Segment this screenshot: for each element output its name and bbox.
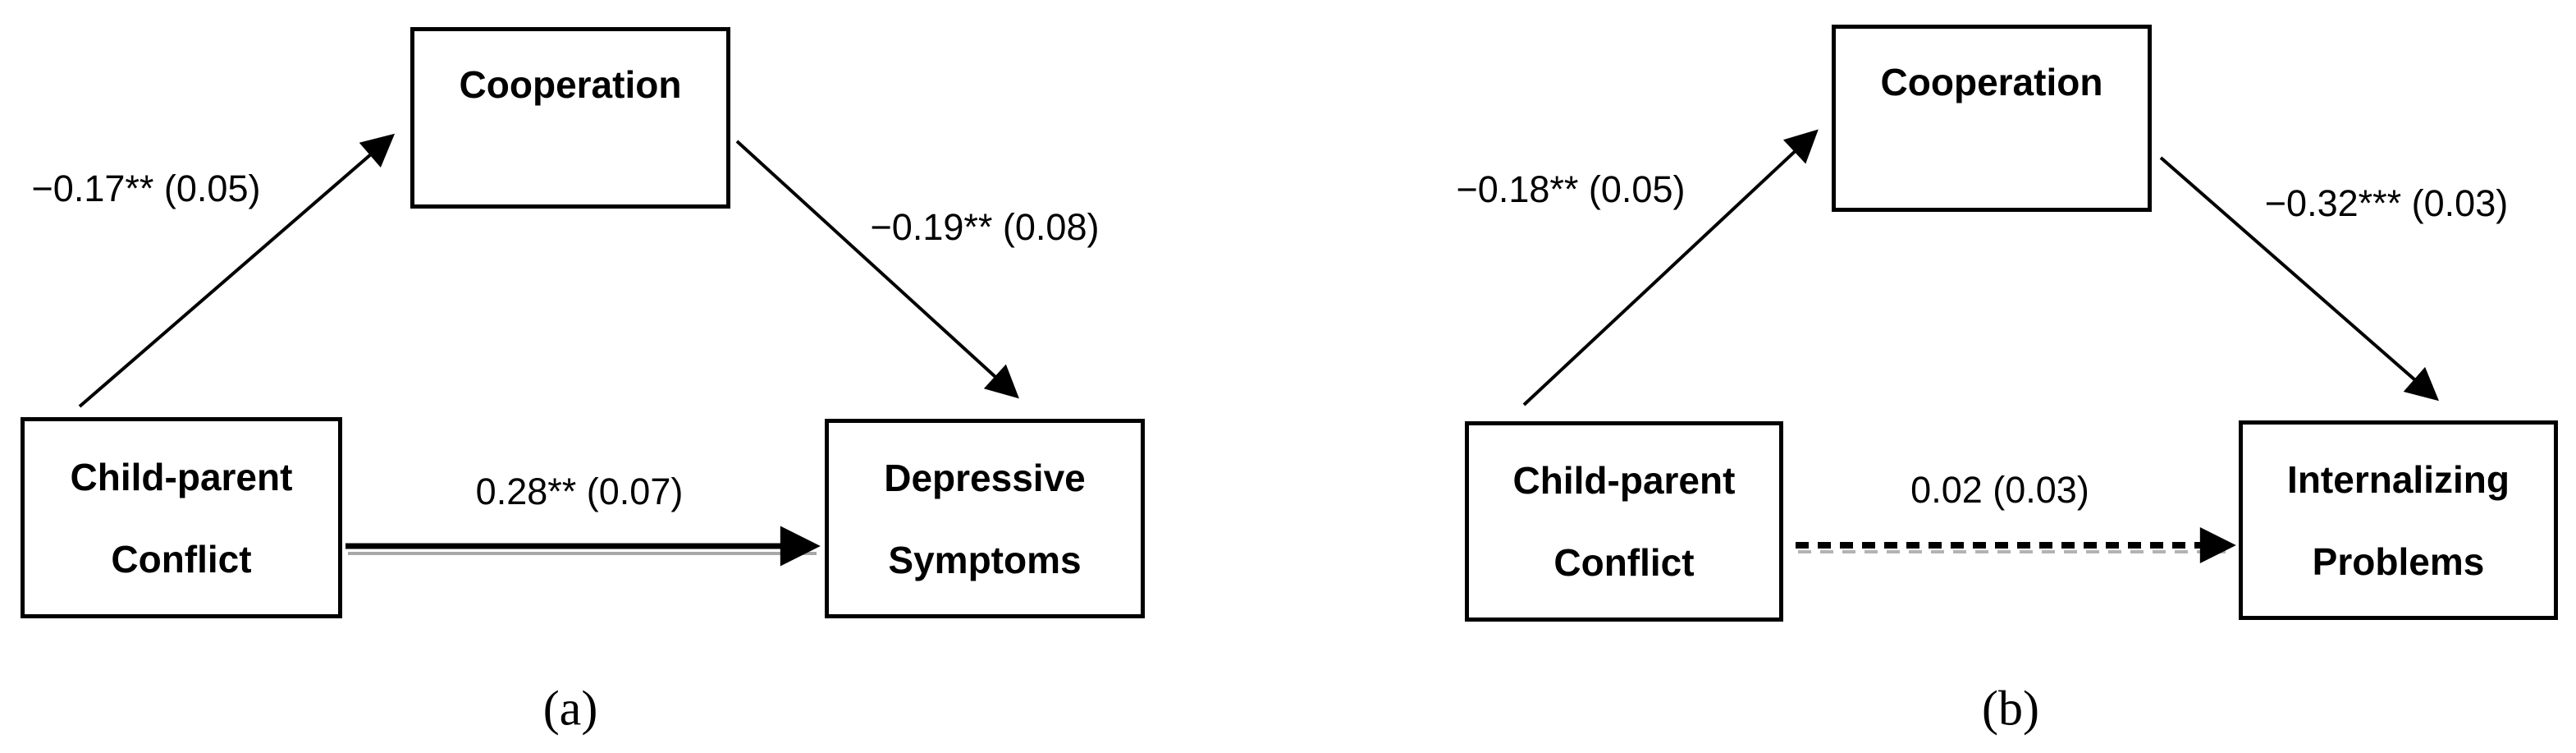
panel-caption-a: (a) <box>542 681 598 736</box>
predictor-label-a-line2: Conflict <box>111 537 252 581</box>
mediator-label-b: Cooperation <box>1880 61 2103 103</box>
panel-caption-b: (b) <box>1982 681 2039 736</box>
predictor-label-a-line1: Child-parent <box>70 455 293 498</box>
path-coefficient-a-my: −0.19** (0.08) <box>870 206 1100 248</box>
predictor-label-b-line2: Conflict <box>1553 541 1695 584</box>
path-coefficient-b-xy: 0.02 (0.03) <box>1910 469 2089 511</box>
outcome-label-b-line1: Internalizing <box>2287 457 2510 501</box>
predictor-box-a: Child-parent Conflict <box>21 417 342 618</box>
outcome-label-a-line2: Symptoms <box>888 538 1082 581</box>
path-coefficient-a-xy: 0.28** (0.07) <box>475 471 684 512</box>
outcome-label-a-line1: Depressive <box>884 456 1086 499</box>
predictor-label-b-line1: Child-parent <box>1512 459 1736 502</box>
predictor-box-b: Child-parent Conflict <box>1465 421 1783 622</box>
outcome-label-b-line2: Problems <box>2312 539 2485 583</box>
arrow-b-conflict-to-cooperation <box>1522 129 1819 406</box>
mediator-box-b: Cooperation <box>1832 25 2152 212</box>
mediator-box-a: Cooperation <box>410 27 730 209</box>
arrow-a-conflict-to-cooperation <box>78 133 396 408</box>
outcome-box-b: Internalizing Problems <box>2239 420 2558 620</box>
arrow-b-cooperation-to-internalizing <box>2159 156 2440 402</box>
outcome-box-a: Depressive Symptoms <box>825 419 1145 618</box>
arrow-a-cooperation-to-depressive <box>735 140 1019 399</box>
path-coefficient-b-my: −0.32*** (0.03) <box>2264 182 2509 224</box>
path-coefficient-b-xm: −0.18** (0.05) <box>1456 168 1686 210</box>
path-coefficient-a-xm: −0.17** (0.05) <box>31 168 261 209</box>
mediator-label-a: Cooperation <box>459 63 682 106</box>
